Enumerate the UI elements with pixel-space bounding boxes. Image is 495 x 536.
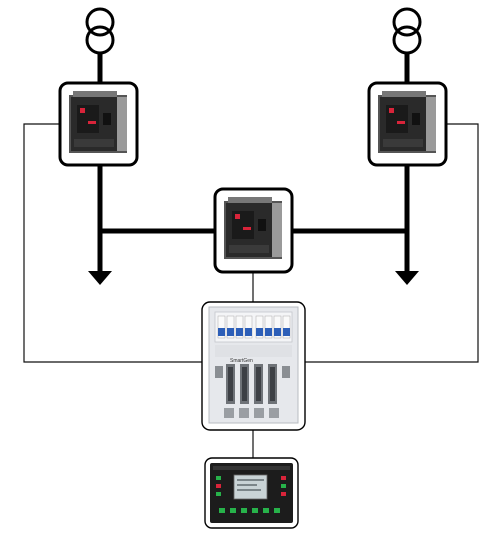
transformer-left-icon [85, 7, 115, 83]
bottom-terminals-icon [224, 408, 279, 418]
terminal-blocks-icon [215, 364, 290, 404]
controller-buttons-icon [219, 508, 280, 513]
main-bus [97, 161, 410, 276]
switch-row-icon [217, 315, 291, 339]
breaker-right-source [367, 81, 448, 167]
controller-display-panel [204, 457, 299, 529]
module-brand-label: SmartGen [230, 358, 253, 364]
controller-leds-right-icon [281, 476, 286, 496]
breaker-status-indicator-icon [80, 108, 85, 113]
breaker-status-indicator-icon [235, 214, 240, 219]
ats-controller-module: SmartGen [201, 301, 306, 431]
load-arrow-right-icon [395, 271, 419, 285]
load-arrow-left-icon [88, 271, 112, 285]
controller-screen [233, 474, 268, 500]
breaker-left-source [58, 81, 139, 167]
control-wiring [23, 123, 479, 458]
breaker-bus-tie [213, 187, 294, 274]
breaker-status-indicator-icon [389, 108, 394, 113]
controller-leds-left-icon [216, 476, 221, 496]
transformer-right-icon [392, 7, 422, 83]
